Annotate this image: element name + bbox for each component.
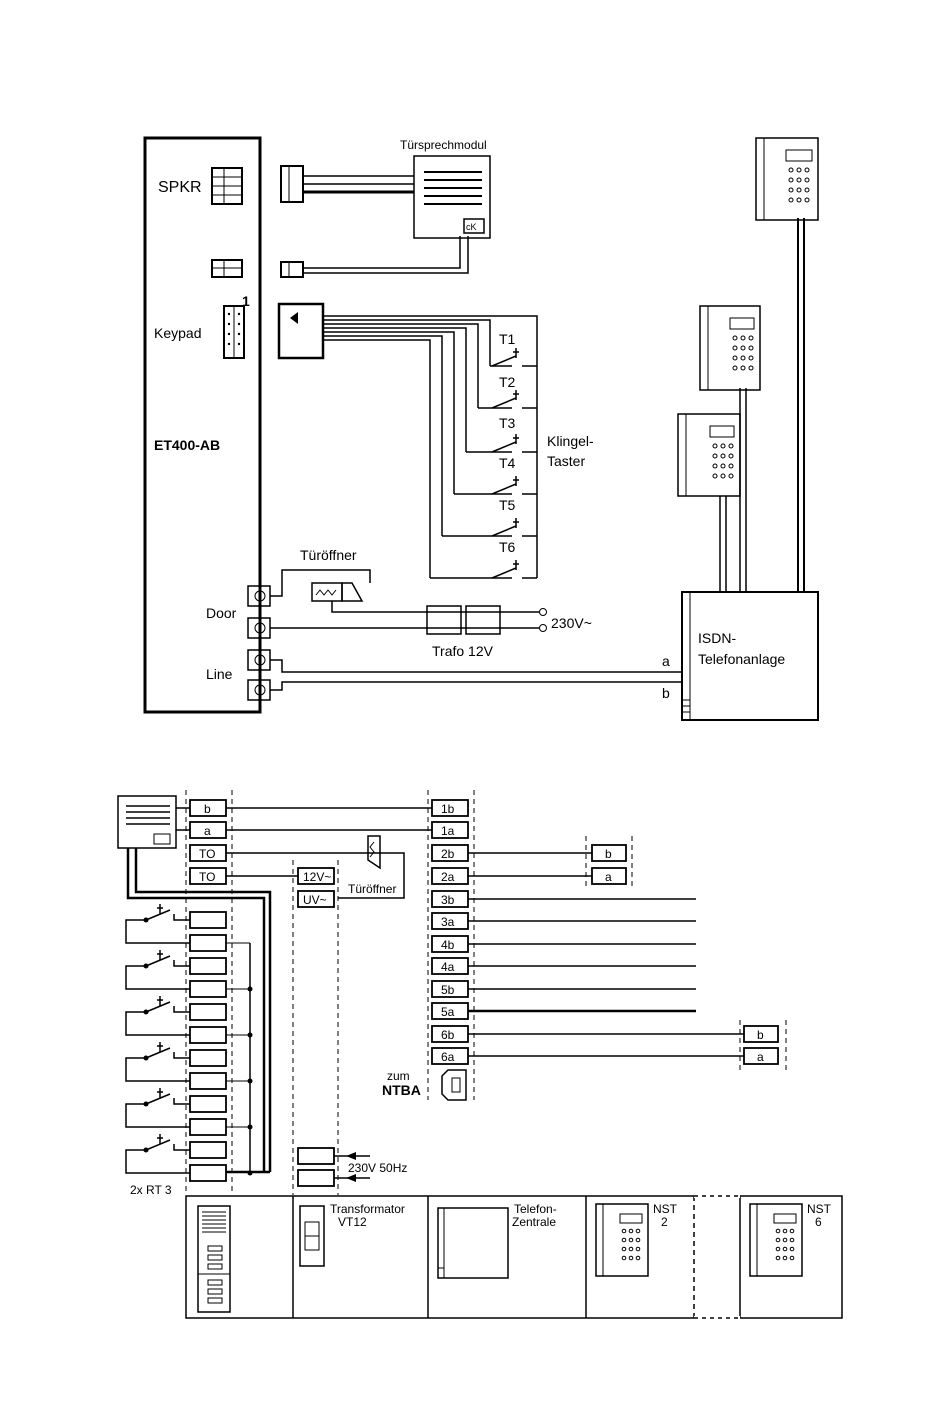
left-terminal-b: b	[204, 802, 211, 816]
footer-nst6-label-2: 6	[815, 1215, 822, 1229]
ntba-label-1: zum	[387, 1069, 410, 1083]
trafo-label: Trafo 12V	[432, 643, 494, 659]
pbx-terminal-3a: 3a	[441, 915, 455, 929]
supply-terminal-uv: UV~	[303, 893, 327, 907]
line-label: Line	[206, 666, 233, 682]
footer-transformer-label-2: VT12	[338, 1215, 367, 1229]
pbx-terminal-1a: 1a	[441, 824, 455, 838]
footer-central-label-1: Telefon-	[514, 1202, 557, 1216]
bell-label-2: Taster	[547, 453, 585, 469]
door-label: Door	[206, 605, 237, 621]
keypad-pin-label: 1	[242, 293, 250, 309]
footer-door-station	[198, 1206, 230, 1312]
wire-b-label: b	[662, 685, 670, 701]
door-module-small	[118, 796, 176, 848]
footer-nst2-label-1: NST	[653, 1202, 678, 1216]
telephone-2	[700, 306, 760, 390]
bus-junctions	[226, 943, 253, 1176]
button-t4: T4	[499, 455, 516, 471]
door-opener-label-bottom: Türöffner	[348, 882, 396, 896]
left-terminal-to-1: TO	[199, 847, 215, 861]
pbx-terminal-4b: 4b	[441, 938, 455, 952]
footer-transformer	[300, 1206, 324, 1266]
wire-a-label: a	[662, 653, 670, 669]
trafo	[427, 606, 500, 634]
svg-text:cK: cK	[466, 222, 477, 232]
nst2-terminal-b: b	[605, 847, 612, 861]
footer-phone-nst6	[750, 1204, 802, 1276]
mains-label-bottom: 230V 50Hz	[348, 1161, 407, 1175]
et400-unit	[145, 138, 260, 712]
pbx-terminal-5b: 5b	[441, 983, 455, 997]
spkr-connector	[212, 168, 242, 204]
transformer-terminals	[298, 1148, 334, 1186]
footer-central-label-2: Zentrale	[512, 1215, 556, 1229]
button-t5: T5	[499, 497, 516, 513]
small-connector	[212, 260, 242, 277]
pbx-label-1: ISDN-	[698, 630, 736, 646]
pbx-label-2: Telefonanlage	[698, 651, 785, 667]
telephone-1	[756, 138, 818, 220]
door-module-label: Türsprechmodul	[400, 138, 487, 152]
nst2-terminal-a: a	[605, 870, 612, 884]
footer-transformer-label-1: Transformator	[330, 1202, 405, 1216]
left-terminal-to-2: TO	[199, 870, 215, 884]
pbx-terminal-2a: 2a	[441, 870, 455, 884]
bell-switches	[430, 348, 537, 578]
footer-nst6-label-1: NST	[807, 1202, 832, 1216]
pbx-terminal-6b: 6b	[441, 1028, 455, 1042]
door-opener-label: Türöffner	[300, 547, 357, 563]
din-rails	[186, 790, 786, 1195]
ntba-label-2: NTBA	[382, 1082, 421, 1098]
rt-label: 2x RT 3	[130, 1183, 172, 1197]
door-opener-small	[368, 836, 380, 868]
pbx-terminal-4a: 4a	[441, 960, 455, 974]
button-t6: T6	[499, 539, 516, 555]
footer-nst2-label-2: 2	[661, 1215, 668, 1229]
telephone-3	[678, 414, 740, 496]
supply-terminal-12v: 12V~	[303, 870, 331, 884]
button-t1: T1	[499, 331, 516, 347]
pbx-terminal-1b: 1b	[441, 802, 455, 816]
door-opener	[312, 583, 362, 601]
ntba-socket-icon	[442, 1070, 466, 1100]
spkr-label: SPKR	[158, 179, 202, 196]
small-plug	[281, 262, 303, 277]
pbx-terminal-3b: 3b	[441, 893, 455, 907]
spkr-plug	[281, 166, 303, 202]
bell-switches-bottom	[126, 904, 190, 1173]
keypad-connector	[224, 306, 244, 358]
footer-central	[438, 1208, 508, 1278]
mains-label: 230V~	[551, 615, 592, 631]
button-t2: T2	[499, 374, 516, 390]
pbx-terminals	[432, 800, 468, 1064]
pbx-terminal-2b: 2b	[441, 847, 455, 861]
pbx-terminal-6a: 6a	[441, 1050, 455, 1064]
nst6-terminal-a: a	[757, 1050, 764, 1064]
keypad-label: Keypad	[154, 325, 201, 341]
door-module: cK	[414, 156, 490, 238]
left-terminal-a: a	[204, 824, 211, 838]
rt3-terminals	[190, 912, 226, 1181]
footer-phone-nst2	[596, 1204, 648, 1276]
bell-label-1: Klingel-	[547, 433, 594, 449]
pbx-terminal-5a: 5a	[441, 1005, 455, 1019]
keypad-module	[279, 304, 323, 358]
unit-label: ET400-AB	[154, 437, 220, 453]
nst6-terminal-b: b	[757, 1028, 764, 1042]
button-t3: T3	[499, 415, 516, 431]
